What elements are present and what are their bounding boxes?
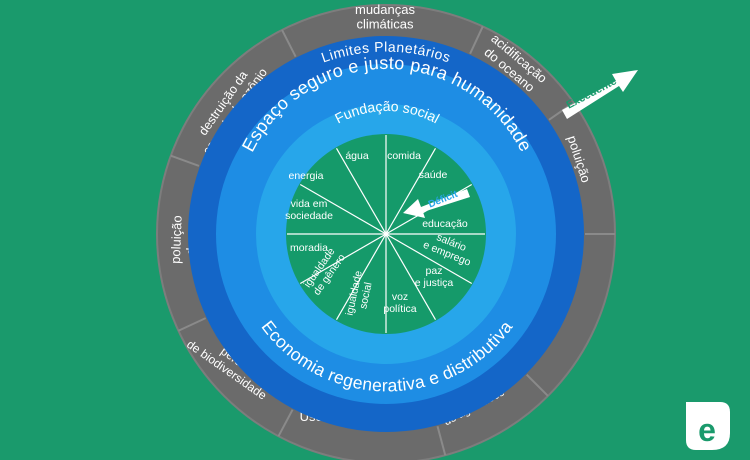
core-sector-divider <box>299 233 387 285</box>
core-sector-label-line: política <box>383 303 416 315</box>
outer-ring-divider <box>526 374 549 397</box>
core-sector-label: água <box>345 150 369 162</box>
core-sector-divider <box>385 233 473 285</box>
core-sector-label: saúde <box>419 169 448 181</box>
outer-ring-divider <box>170 154 200 167</box>
core-sector-label: educação <box>422 218 468 230</box>
core-sector-label: moradia <box>290 242 328 254</box>
core-sector-divider <box>335 147 387 235</box>
core-sector-label: energia <box>288 170 323 182</box>
logo-letter: e <box>698 412 716 448</box>
core-sector-label: comida <box>387 150 421 162</box>
core-sector-label-line: voz <box>392 291 408 303</box>
outer-ring-divider <box>281 29 297 58</box>
core-sector-label-line: saúde <box>419 169 448 181</box>
outer-ring-divider <box>277 409 294 437</box>
core-sector-label-line: energia <box>288 170 323 182</box>
core-sector-label-line: paz <box>426 265 443 277</box>
boundary-label-line: poluição <box>168 215 185 264</box>
outer-ring-dividers <box>170 26 615 456</box>
outer-ring-divider <box>178 317 207 332</box>
ecycle-logo: e <box>686 402 730 450</box>
overshoot-arrow-icon <box>562 70 638 119</box>
core-sector-dividers <box>287 135 485 333</box>
core-sector-divider <box>385 233 437 321</box>
core-sector-label-line: sociedade <box>285 210 333 222</box>
core-sector-label-line: água <box>345 150 369 162</box>
boundary-label-line: mudanças <box>355 2 415 17</box>
core-sector-label-line: social <box>357 281 374 310</box>
shortfall-arrow-icon <box>403 189 470 218</box>
core-sector-divider <box>299 183 387 235</box>
outer-ring-divider <box>436 425 447 456</box>
outer-ring-divider <box>469 26 484 55</box>
leaf-logo-icon <box>686 402 730 450</box>
core-sector-label-line: educação <box>422 218 468 230</box>
core-sector-divider <box>385 147 437 235</box>
core-sector-label-line: vida em <box>291 198 328 210</box>
boundary-label-line: climáticas <box>356 17 414 32</box>
outer-ring-divider <box>548 101 575 121</box>
core-sector-divider <box>335 233 387 321</box>
core-sector-label-line: e justiça <box>415 277 454 289</box>
core-sector-label-line: moradia <box>290 242 328 254</box>
core-sector-label-line: comida <box>387 150 421 162</box>
